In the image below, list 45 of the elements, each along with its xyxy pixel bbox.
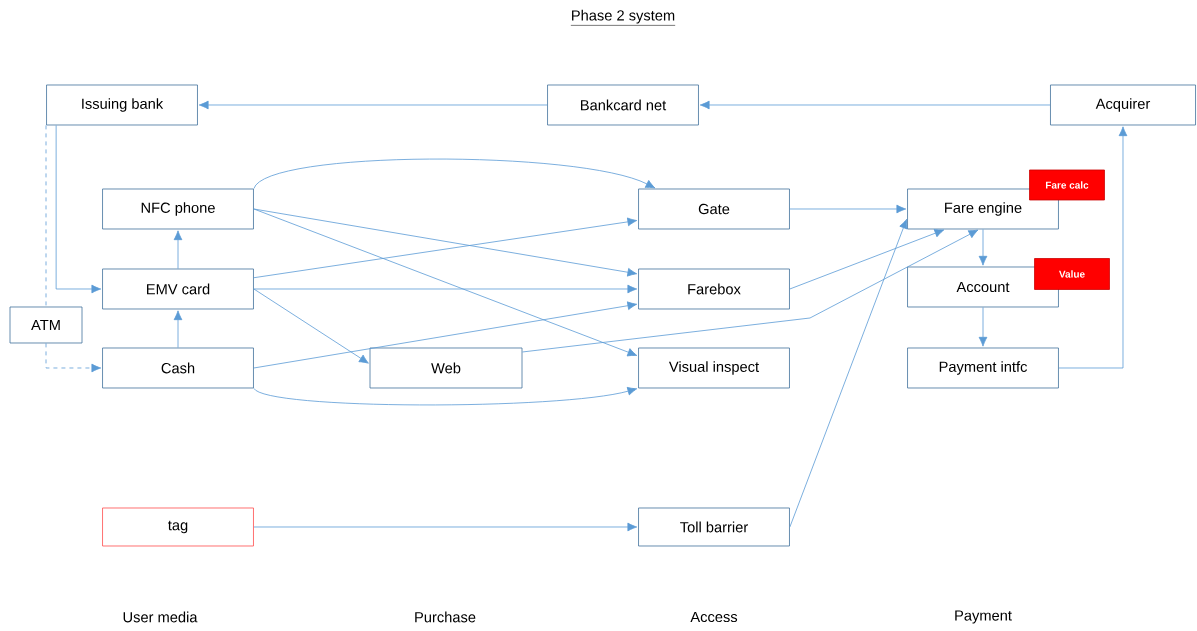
process-box: Acquirer	[1050, 84, 1196, 126]
column-label: Access	[690, 611, 738, 623]
arrow	[253, 288, 369, 364]
process-box: Fare engine	[907, 188, 1059, 230]
arrow	[253, 301, 638, 369]
process-box: Farebox	[638, 268, 790, 310]
process-box: Bankcard net	[547, 84, 699, 126]
tag-box: Value	[1034, 258, 1110, 290]
tag-box: Fare calc	[1029, 169, 1105, 201]
process-box: Gate	[638, 188, 790, 230]
process-box: tag	[102, 507, 254, 547]
process-box: Issuing bank	[46, 84, 198, 126]
arrow	[253, 386, 638, 406]
arrow	[173, 230, 183, 269]
arrow	[253, 284, 638, 294]
arrow	[45, 343, 102, 373]
arrow	[253, 158, 656, 189]
column-label: User media	[123, 611, 198, 623]
process-box: Web	[369, 347, 523, 389]
column-label: Payment	[955, 610, 1012, 624]
arrow	[978, 307, 988, 347]
process-box: Cash	[102, 347, 254, 389]
process-box: Payment intfc	[907, 347, 1059, 389]
column-label: Purchase	[415, 611, 476, 623]
process-box: Visual inspect	[638, 347, 790, 389]
process-box: Toll barrier	[638, 507, 790, 547]
process-box: ATM	[9, 306, 83, 344]
arrow	[253, 522, 638, 532]
arrow	[522, 229, 979, 353]
title: Phase 2 system	[570, 9, 676, 26]
arrow	[1058, 126, 1128, 369]
arrow	[789, 229, 945, 290]
process-box: EMV card	[102, 268, 254, 310]
arrow	[55, 125, 102, 294]
process-box: NFC phone	[102, 188, 254, 230]
arrow	[173, 310, 183, 348]
arrow	[789, 204, 907, 214]
arrow	[789, 218, 908, 528]
arrow	[978, 229, 988, 266]
arrow	[253, 208, 638, 357]
process-box: Account	[907, 266, 1059, 308]
arrow	[253, 208, 638, 277]
arrow	[253, 217, 638, 279]
arrow	[198, 100, 548, 110]
arrow	[699, 100, 1051, 110]
